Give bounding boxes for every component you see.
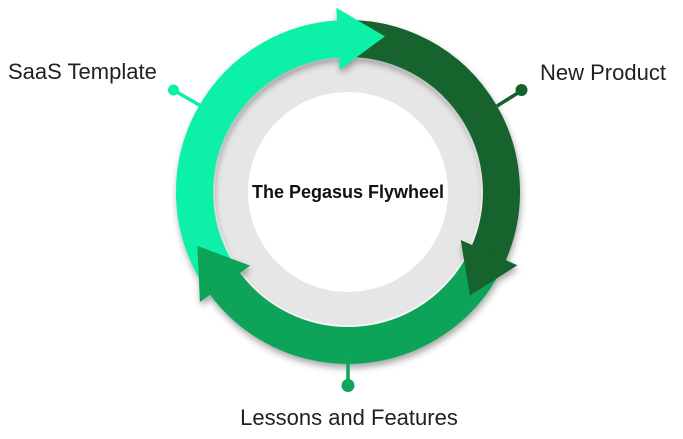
arrow-head-icon-saas-template — [336, 7, 385, 70]
label-new-product: New Product — [540, 60, 666, 85]
connector-dot-lessons-and-features — [341, 379, 355, 392]
segment-arc-new-product — [339, 20, 520, 262]
connector-lessons-and-features — [341, 356, 355, 392]
connector-line-saas-template — [174, 89, 202, 108]
connector-dot-new-product — [515, 84, 528, 96]
inner-track-ring — [215, 59, 481, 325]
connector-saas-template — [168, 84, 202, 108]
flywheel-title: The Pegasus Flywheel — [251, 182, 445, 202]
segment-arc-lessons-and-features — [208, 246, 506, 364]
connector-new-product — [496, 84, 528, 108]
segment-arc-saas-template — [176, 20, 342, 278]
connector-dot-saas-template — [168, 84, 179, 96]
arrow-head-icon-lessons-and-features — [197, 245, 251, 303]
label-lessons-and-features: Lessons and Features — [240, 405, 458, 430]
arrow-head-icon-new-product — [460, 239, 518, 296]
label-saas-template: SaaS Template — [8, 59, 157, 84]
